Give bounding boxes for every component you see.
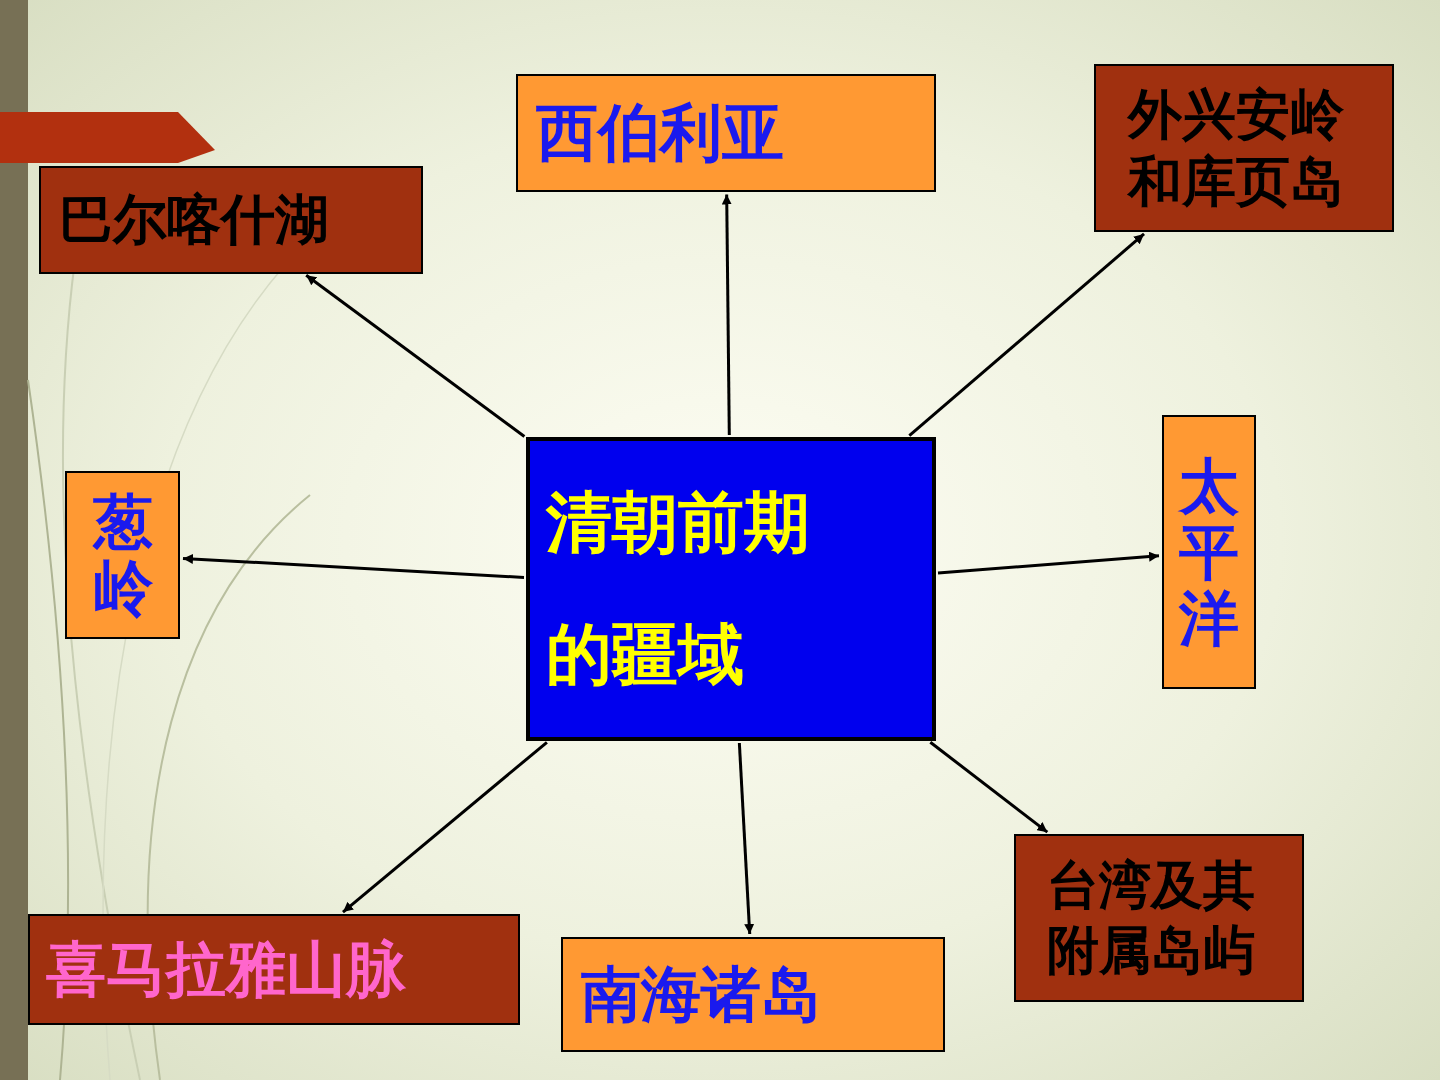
region-box: 台湾及其 附属岛屿 [1014, 834, 1304, 1002]
arrow-connector [306, 275, 524, 436]
center-box: 清朝前期 的疆域 [526, 437, 936, 741]
region-label: 太平洋 [1179, 453, 1239, 651]
region-label: 外兴安岭 和库页岛 [1128, 81, 1360, 216]
arrow-connector [727, 194, 730, 435]
region-label: 喜马拉雅山脉 [46, 932, 406, 1007]
red-tab [0, 112, 215, 163]
region-box: 太平洋 [1162, 415, 1256, 689]
region-label: 巴尔喀什湖 [59, 186, 329, 254]
region-label: 西伯利亚 [536, 94, 784, 172]
region-label: 葱岭 [93, 489, 153, 621]
arrow-connector [938, 556, 1159, 573]
region-box: 南海诸岛 [561, 937, 945, 1052]
region-box: 葱岭 [65, 471, 180, 639]
arrow-connector [183, 558, 524, 577]
region-box: 外兴安岭 和库页岛 [1094, 64, 1394, 232]
arrow-connector [343, 742, 547, 912]
arrow-connector [930, 742, 1047, 832]
region-box: 西伯利亚 [516, 74, 936, 192]
region-box: 巴尔喀什湖 [39, 166, 423, 274]
region-box: 喜马拉雅山脉 [28, 914, 520, 1025]
arrow-connector [739, 743, 749, 934]
arrow-connector [909, 234, 1144, 436]
region-label: 南海诸岛 [581, 957, 821, 1032]
region-label: 清朝前期 的疆域 [546, 457, 836, 721]
region-label: 台湾及其 附属岛屿 [1047, 853, 1271, 983]
